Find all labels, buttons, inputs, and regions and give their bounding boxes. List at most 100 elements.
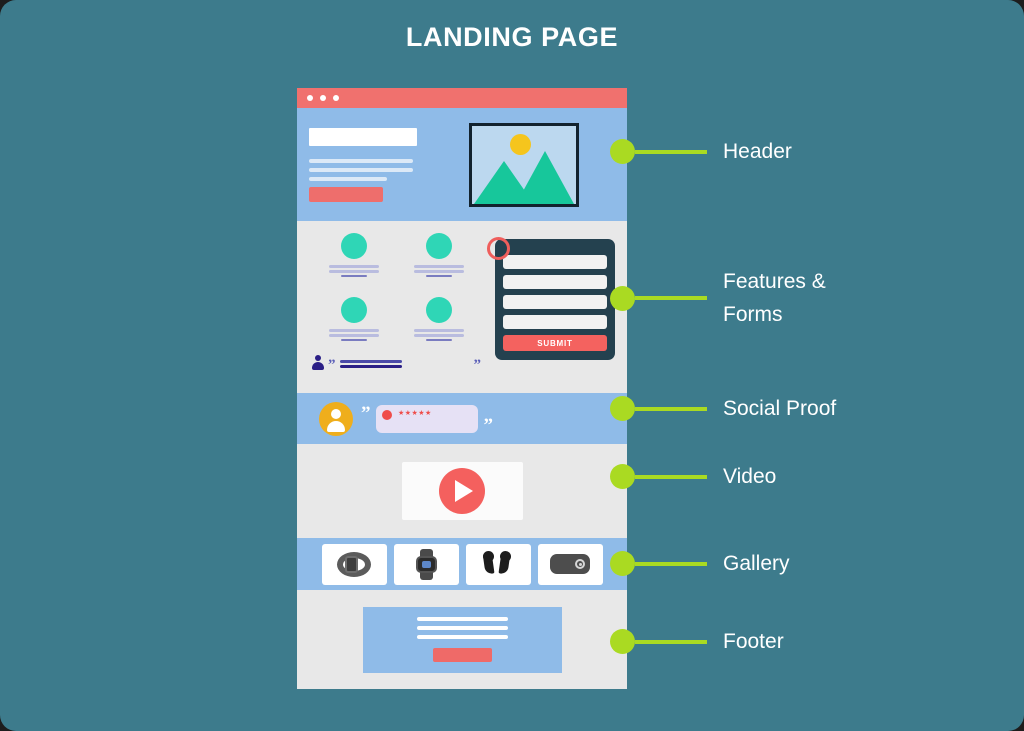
header-copy-block [309,127,459,202]
feature-text-line [328,329,379,332]
person-icon [311,355,324,370]
callout-label-footer: Footer [723,630,784,653]
feature-icon [340,297,367,323]
feature-item [311,233,396,279]
browser-title-bar [297,88,627,108]
feature-text-line [413,329,464,332]
feature-text-line [328,270,379,273]
feature-text-line [425,339,452,341]
callout-label-video: Video [723,465,777,488]
play-button-icon[interactable] [439,468,485,514]
section-video [297,444,627,538]
callout-connector-line [635,474,707,479]
submit-button[interactable]: SUBMIT [503,335,607,351]
play-triangle-icon [455,480,473,502]
feature-icon [425,233,452,259]
video-thumbnail[interactable] [401,462,523,520]
feature-text-line [328,265,379,268]
form-input-field[interactable] [503,275,607,289]
header-text-line [309,158,413,163]
gallery-item-speaker[interactable] [537,543,603,585]
gallery-item-smartwatch[interactable] [393,543,459,585]
testimonial-text-lines [339,360,470,370]
footer-text-line [416,617,508,621]
feature-grid: ” ” [311,233,481,393]
quote-open-icon: ” [361,402,371,424]
header-text-line [309,176,387,181]
callout-connector-line [635,296,707,300]
gallery-item-earbuds[interactable] [465,543,531,585]
earbud-left-head-icon [483,551,494,562]
callout-dot-icon [610,551,635,576]
window-dot-close-icon[interactable] [307,95,313,101]
header-image-placeholder [469,122,579,207]
callout-label-social-proof: Social Proof [723,397,837,420]
callout-connector-line [635,149,707,154]
feature-text-line [425,275,452,277]
feature-text-line [413,270,464,273]
quote-close-icon: ” [483,414,494,436]
footer-button[interactable] [432,648,492,662]
signup-form: SUBMIT [487,237,615,360]
earbuds-icon [482,551,512,576]
testimonial-line [339,360,402,363]
bluetooth-speaker-icon [550,554,590,574]
quote-close-icon: ” [473,357,482,373]
testimonial-line [339,365,402,368]
smartwatch-face-icon [421,560,431,568]
fitness-band-icon [337,551,371,577]
callout-label-features-forms: Features & Forms [723,270,826,326]
callout-label-header: Header [723,140,792,163]
avatar [319,401,353,436]
form-input-field[interactable] [503,255,607,269]
footer-text-line [416,635,508,639]
callout-connector-line [635,639,707,644]
header-heading-placeholder [309,127,417,146]
form-area: SUBMIT [481,233,615,393]
header-cta-button[interactable] [309,186,383,202]
window-dot-maximize-icon[interactable] [333,95,339,101]
section-gallery [297,538,627,590]
window-dot-minimize-icon[interactable] [320,95,326,101]
section-header [297,108,627,221]
speaker-button-icon [578,562,582,566]
feature-testimonial: ” ” [311,355,482,373]
gallery-item-fitness-band[interactable] [321,543,387,585]
callout-gallery: Gallery [610,547,790,580]
quote-open-icon: ” [328,357,336,373]
smartwatch-icon [415,548,437,580]
section-features-forms: ” ” SUBMIT [297,221,627,393]
sun-icon [510,133,531,155]
callout-footer: Footer [610,625,784,658]
form-badge-ring-icon [487,237,510,260]
feature-icon [425,297,452,323]
feature-text-line [340,275,367,277]
callout-connector-line [635,406,707,411]
earbud-right-head-icon [500,551,511,562]
footer-text-line [416,626,508,630]
review-bubble: ★★★★★ [375,404,478,433]
section-social-proof: ” ★★★★★ ” [297,393,627,444]
form-input-field[interactable] [503,315,607,329]
mountain-icon [516,150,574,204]
callout-dot-icon [610,139,635,164]
feature-text-line [413,265,464,268]
section-footer [297,590,627,689]
page-title: LANDING PAGE [405,22,619,52]
callout-header: Header [610,135,792,168]
callout-social-proof: Social Proof [610,392,836,425]
callout-video: Video [610,460,776,493]
feature-item [311,297,396,343]
feature-text-line [340,339,367,341]
star-rating-icon: ★★★★★ [397,409,432,417]
footer-card [362,606,562,673]
form-input-field[interactable] [503,295,607,309]
callout-connector-line [635,561,707,566]
callout-dot-icon [610,285,635,311]
callout-dot-icon [610,464,635,489]
review-avatar-dot-icon [381,409,392,420]
feature-text-line [413,334,464,337]
callout-dot-icon [610,396,635,421]
landing-page-mockup: ” ” SUBMIT [297,88,627,689]
feature-item [396,233,481,279]
